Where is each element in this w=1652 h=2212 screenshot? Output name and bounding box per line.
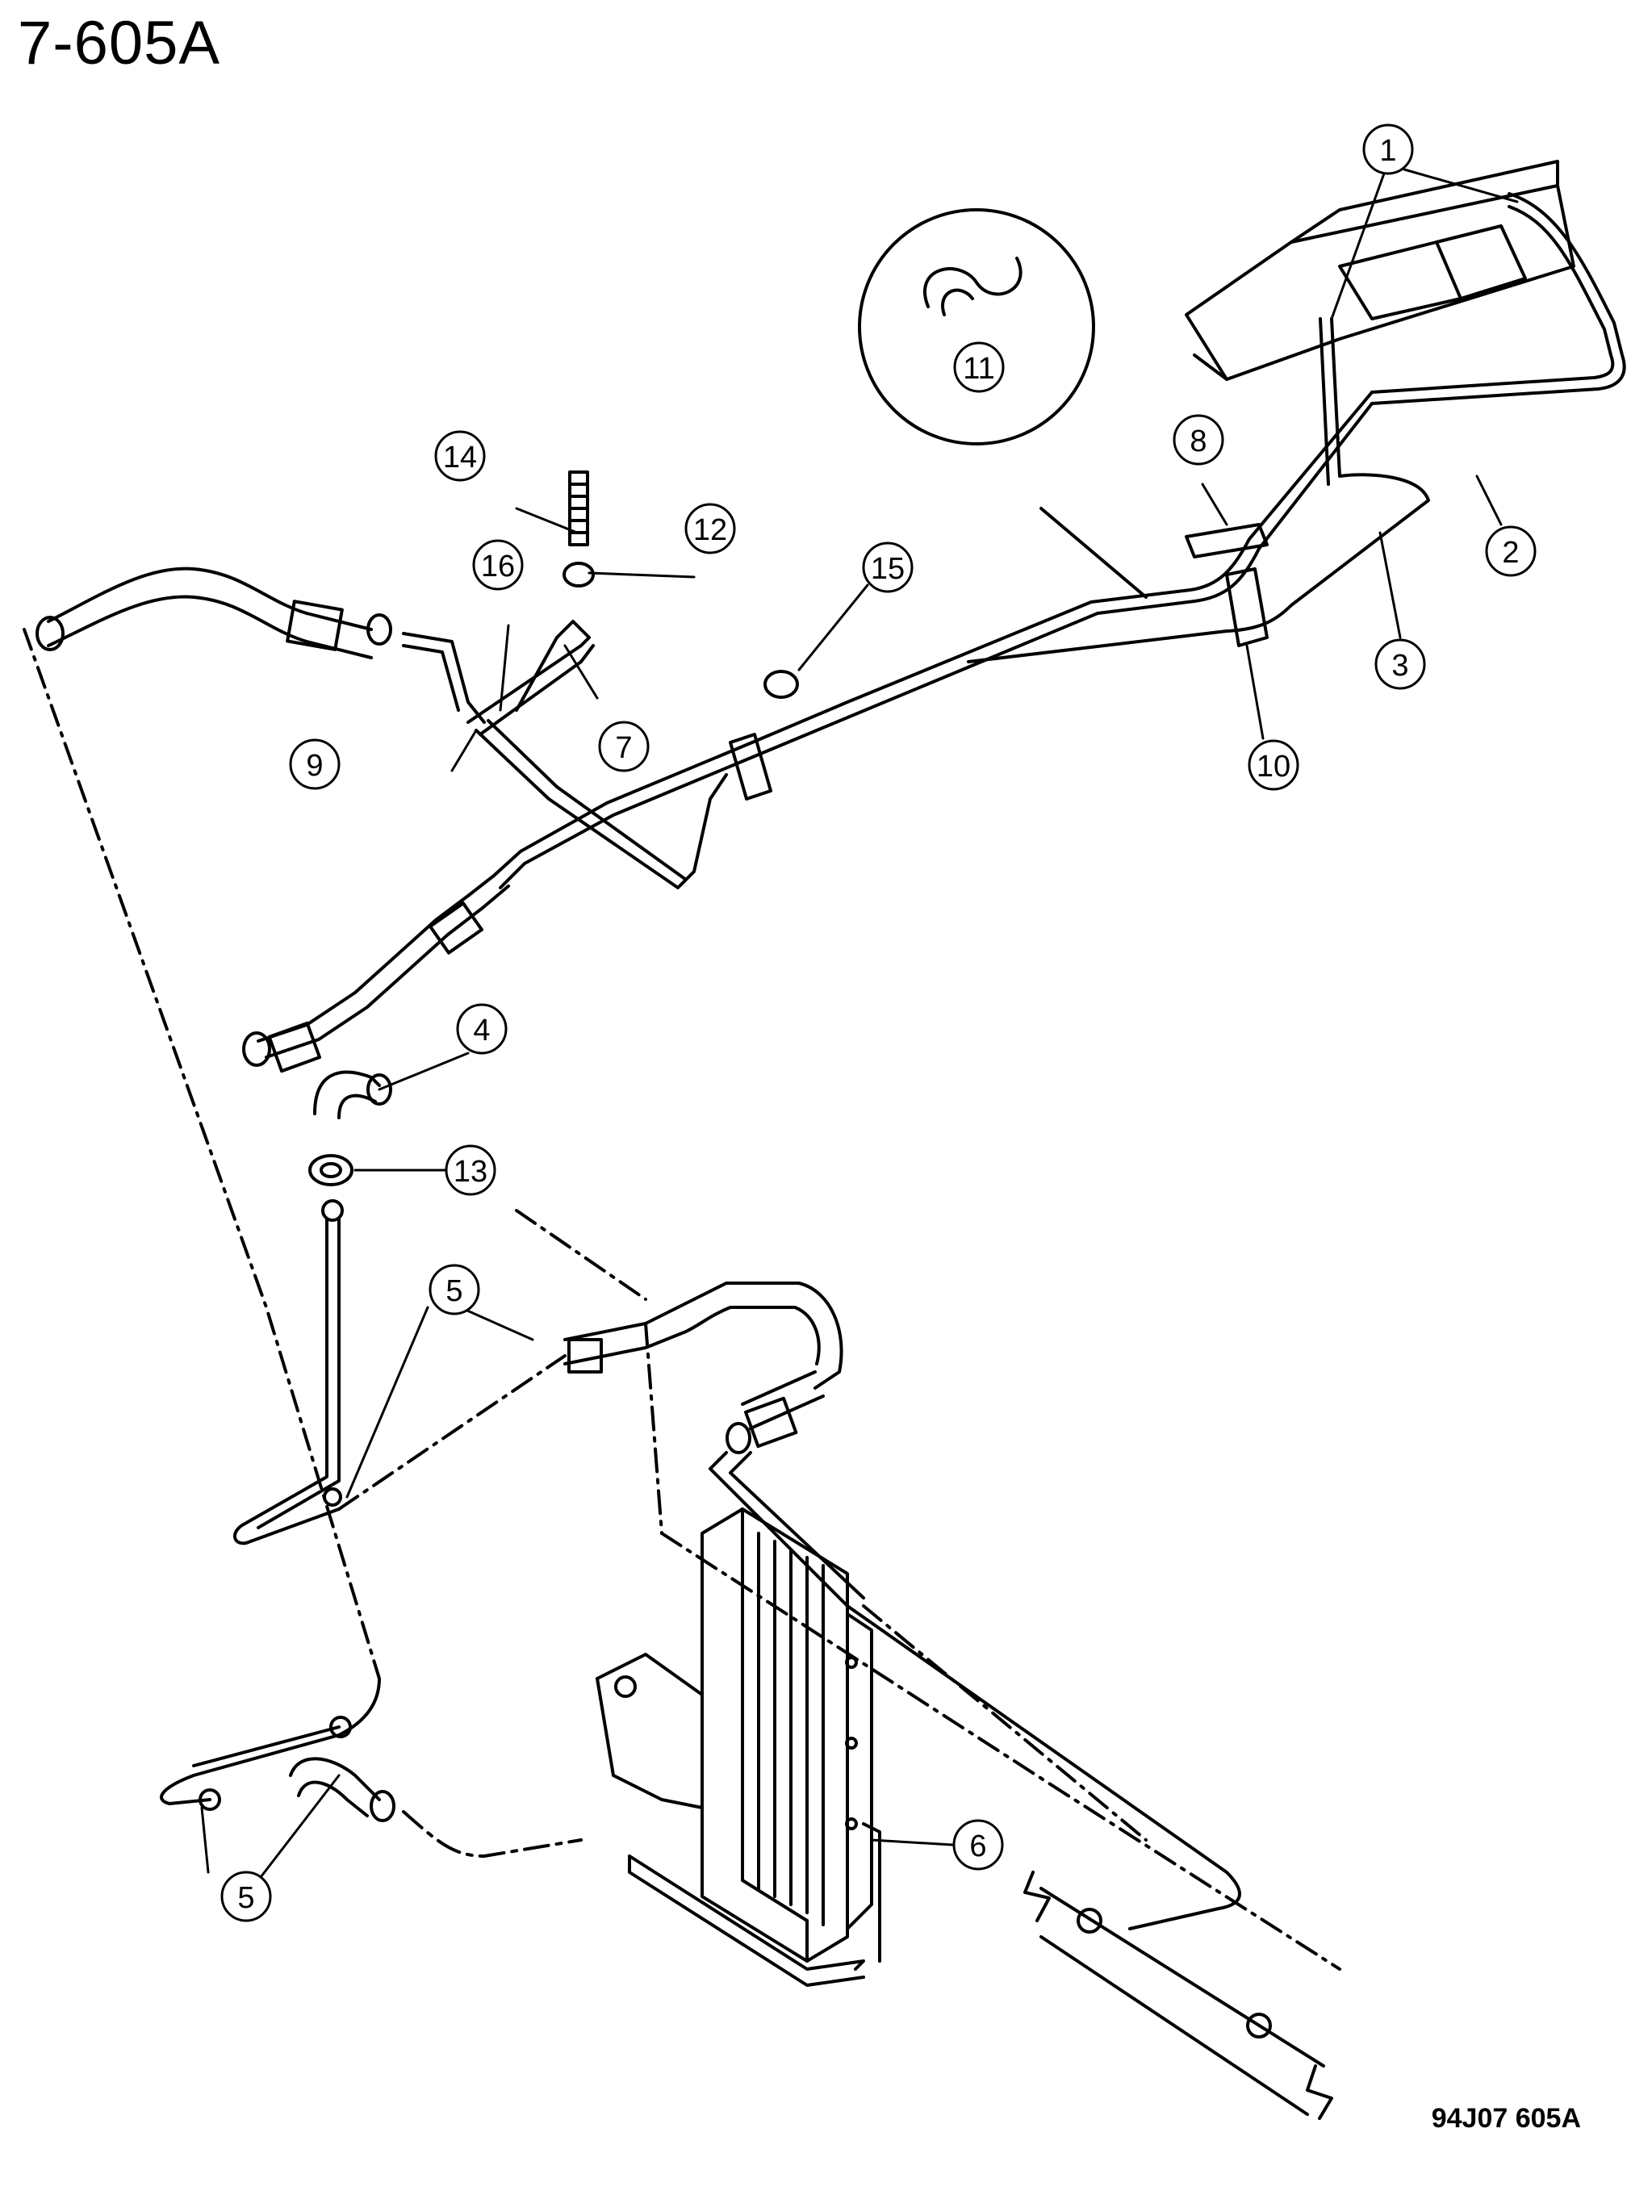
callout-3-label: 3 [1391,649,1408,683]
clamp-10 [1225,567,1269,647]
callout-4: 4 [456,1003,508,1055]
callout-10-label: 10 [1257,750,1290,784]
cooler-line-2 [751,192,1626,756]
callout-7: 7 [598,721,650,772]
reference-code: 94J07 605A [1431,2103,1581,2134]
oil-cooler-6 [596,1507,881,1987]
callout-5-label: 5 [445,1274,462,1308]
callout-10: 10 [1248,739,1299,791]
radiator-tank [1185,160,1575,381]
callout-8: 8 [1173,414,1224,466]
upper-left-hose [36,567,486,724]
callout-13-label: 13 [454,1155,487,1189]
callouts: 1 2 3 4 5 6 7 8 [220,123,1537,1922]
callout-11-label: 11 [963,352,994,386]
callout-5-lower-label: 5 [237,1881,254,1915]
callout-16-label: 16 [481,550,515,583]
callout-7-label: 7 [615,731,632,765]
clip-8 [1185,523,1269,558]
callout-12-label: 12 [693,513,727,547]
elbow-hose-4 [313,1070,392,1119]
nut-15 [763,670,799,699]
callout-11: 11 [953,341,1005,393]
callout-15: 15 [862,542,914,593]
u-hose [563,1282,843,1454]
callout-9: 9 [289,738,341,790]
page-label: 7-605A [18,9,221,77]
callout-leaders [200,168,1519,1882]
main-cooler-tube [492,741,760,889]
bracket-7 [466,620,728,889]
callout-6: 6 [952,1819,1004,1871]
frame-rail [1023,1871,1333,2120]
lower-left-tube [233,1199,344,1545]
callout-1-label: 1 [1379,134,1396,168]
callout-8-label: 8 [1190,424,1207,458]
callout-3: 3 [1374,638,1426,690]
callout-4-label: 4 [473,1014,490,1047]
lower-left-assembly [160,1677,583,1858]
middle-hose [242,874,510,1073]
clamp-13 [308,1154,353,1186]
callout-12: 12 [684,503,736,554]
stud-14 [563,470,595,587]
detail-circle-11 [858,208,1148,599]
callout-14: 14 [434,430,486,482]
callout-16: 16 [472,539,524,591]
callout-5-lower: 5 [220,1871,272,1922]
callout-5: 5 [429,1264,480,1315]
callout-9-label: 9 [306,749,323,783]
callout-2: 2 [1485,525,1537,577]
callout-2-label: 2 [1502,536,1519,570]
callout-1: 1 [1362,123,1414,175]
cooler-line-3 [967,317,1430,663]
callout-6-label: 6 [969,1829,986,1863]
callout-14-label: 14 [443,441,477,475]
callout-13: 13 [445,1144,496,1196]
callout-15-label: 15 [871,552,905,586]
